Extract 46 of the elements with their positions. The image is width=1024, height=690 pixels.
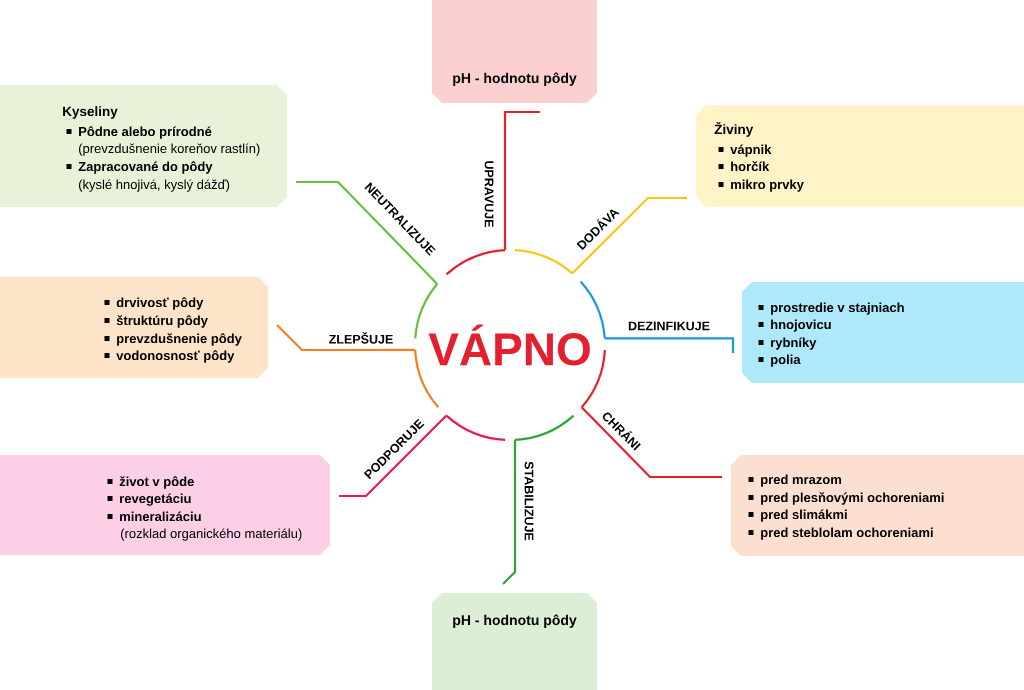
list-item: mineralizáciu [120, 511, 201, 522]
info-box [742, 282, 1024, 383]
info-box [731, 455, 1024, 556]
list-item: Zapracované do pôdy [78, 161, 213, 174]
list-item: pred mrazom [761, 474, 842, 487]
edge-label: STABILIZUJE [523, 460, 535, 542]
list-item: vápnik [730, 144, 772, 157]
list-item: štruktúru pôdy [116, 315, 208, 328]
label-box: pH - hodnotu pôdy [432, 0, 597, 103]
list-item: vodonosnosť pôdy [116, 350, 235, 363]
branch-line [339, 414, 448, 498]
branch-line [580, 406, 722, 479]
heading: Kyseliny [63, 106, 118, 119]
info-box [0, 85, 287, 207]
list-item: rybníky [771, 337, 817, 350]
list-item: pred slimákmi [761, 509, 847, 522]
branch-line [276, 324, 416, 352]
heading: Živiny [714, 121, 754, 137]
note-text: (kyslé hnojivá, kyslý dážď) [79, 179, 230, 192]
title-text: VÁPNO [428, 324, 590, 366]
note-text: (prevzdušnenie koreňov rastlín) [79, 143, 260, 156]
list-item: pred plesňovými ochoreniami [761, 492, 944, 505]
list-item: drvivosť pôdy [116, 297, 204, 310]
branch-line [502, 439, 517, 585]
branch-line [503, 110, 540, 251]
list-item: život v pôde [119, 476, 194, 489]
branch-line [604, 337, 735, 353]
edge-label: ZLEPŠUJE [327, 331, 395, 345]
branch-line [571, 196, 687, 275]
branch-line [296, 180, 438, 285]
list-item: prevzdušnenie pôdy [117, 333, 242, 346]
list-item: mikro prvky [731, 179, 804, 192]
note-text: (rozklad organického materiálu) [121, 528, 302, 541]
info-box [0, 455, 330, 555]
label-box: pH - hodnotu pôdy [432, 593, 597, 690]
info-box [0, 277, 268, 378]
list-item: horčík [731, 161, 770, 172]
list-item: pred steblolam ochoreniami [761, 527, 933, 540]
edge-label: UPRAVUJE [483, 159, 495, 229]
list-item: polia [771, 354, 801, 367]
edge-label: DEZINFIKUJE [627, 320, 711, 332]
list-item: hnojovicu [771, 319, 831, 332]
list-item: prostredie v stajniach [771, 302, 904, 315]
list-item: Pôdne alebo prírodné [79, 126, 212, 139]
info-box [696, 105, 1024, 207]
list-item: revegetáciu [120, 493, 191, 506]
